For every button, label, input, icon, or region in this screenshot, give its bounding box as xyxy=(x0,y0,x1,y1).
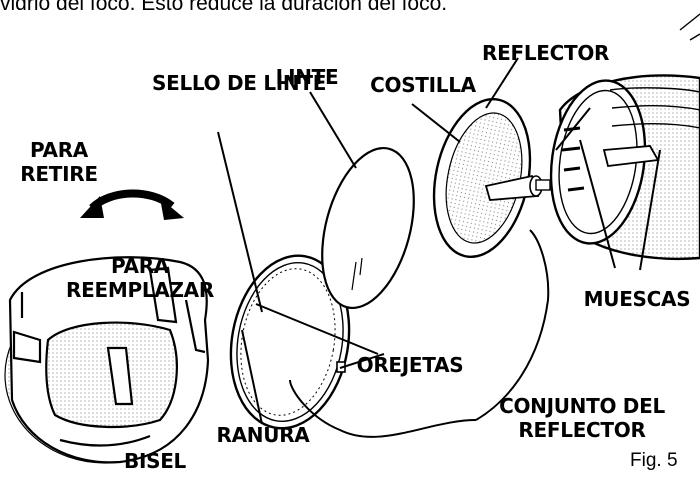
label-muescas: MUESCAS xyxy=(583,287,691,311)
label-ranura: RANURA xyxy=(216,423,310,447)
flashlight-head xyxy=(549,13,700,261)
intro-text: vidrio del foco. Esto reduce la duración… xyxy=(0,0,448,15)
figure-label: Fig. 5 xyxy=(630,450,678,471)
label-costilla: COSTILLA xyxy=(370,73,476,97)
reflector-assembly xyxy=(432,97,551,259)
bezel-part xyxy=(4,256,210,464)
label-orejetas: OREJETAS xyxy=(356,353,464,377)
label-para-retire: PARA RETIRE xyxy=(20,138,98,186)
label-para-reemplazar: PARA REEMPLAZAR xyxy=(66,254,214,302)
rotation-arrow-icon xyxy=(80,189,184,220)
lens-disc xyxy=(321,146,415,310)
label-linte: LINTE xyxy=(275,65,339,89)
label-conjunto-del-reflector: CONJUNTO DEL REFLECTOR xyxy=(499,394,665,442)
leader-lines xyxy=(217,57,661,438)
label-bisel: BISEL xyxy=(124,449,186,473)
label-sello-de-linte: SELLO DE LINTE xyxy=(152,71,327,95)
label-reflector: REFLECTOR xyxy=(482,41,610,65)
